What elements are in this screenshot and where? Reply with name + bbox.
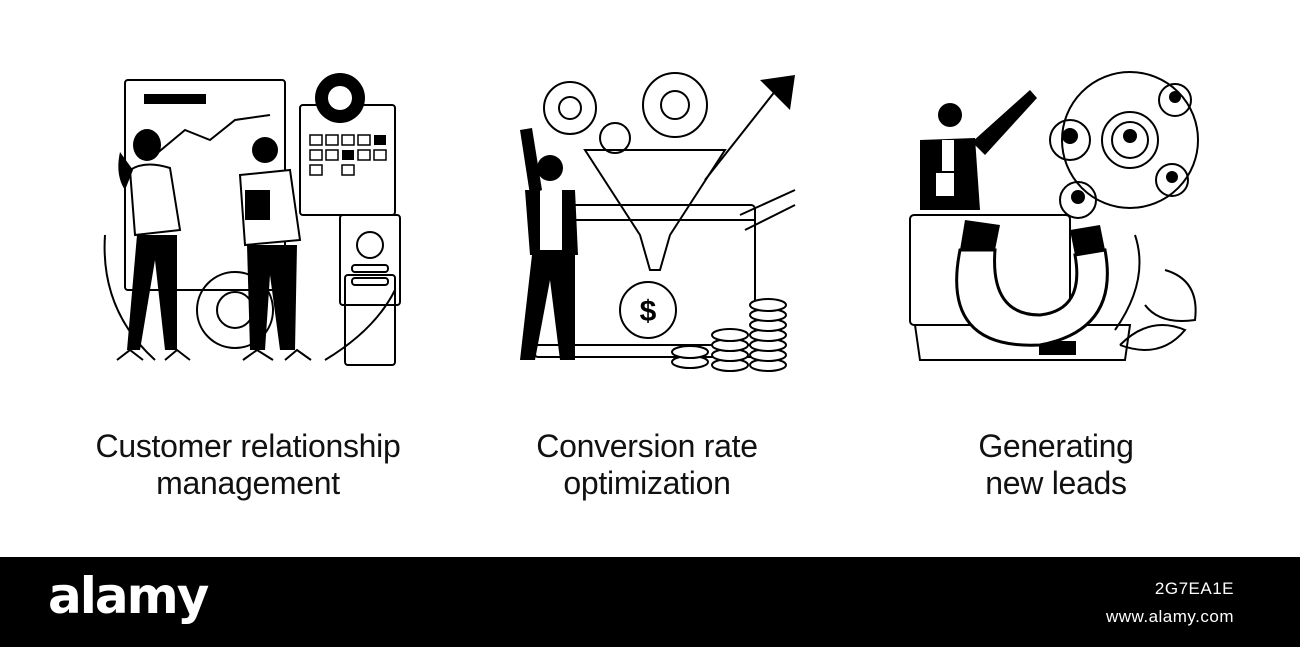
crm-illustration xyxy=(85,60,415,390)
crm-team-dashboard-icon xyxy=(103,73,401,366)
caption-line-2: optimization xyxy=(563,465,731,501)
caption-leads: Generating new leads xyxy=(856,428,1256,502)
caption-line-2: new leads xyxy=(985,465,1127,501)
lead-magnet-icon xyxy=(909,71,1199,361)
caption-line-1: Customer relationship xyxy=(95,428,401,464)
leads-illustration xyxy=(900,60,1230,390)
caption-crm: Customer relationship management xyxy=(48,428,448,502)
conversion-illustration: $ xyxy=(490,60,820,390)
caption-line-1: Generating xyxy=(978,428,1134,464)
alamy-logo: alamy xyxy=(48,567,209,625)
image-id: 2G7EA1E xyxy=(1154,579,1234,598)
caption-conversion: Conversion rate optimization xyxy=(447,428,847,502)
caption-line-1: Conversion rate xyxy=(536,428,758,464)
watermark-footer: alamy 2G7EA1E www.alamy.com xyxy=(0,557,1300,647)
site-url: www.alamy.com xyxy=(1105,607,1234,626)
caption-line-2: management xyxy=(156,465,340,501)
svg-text:$: $ xyxy=(640,295,657,328)
conversion-funnel-icon: $ xyxy=(520,72,796,372)
